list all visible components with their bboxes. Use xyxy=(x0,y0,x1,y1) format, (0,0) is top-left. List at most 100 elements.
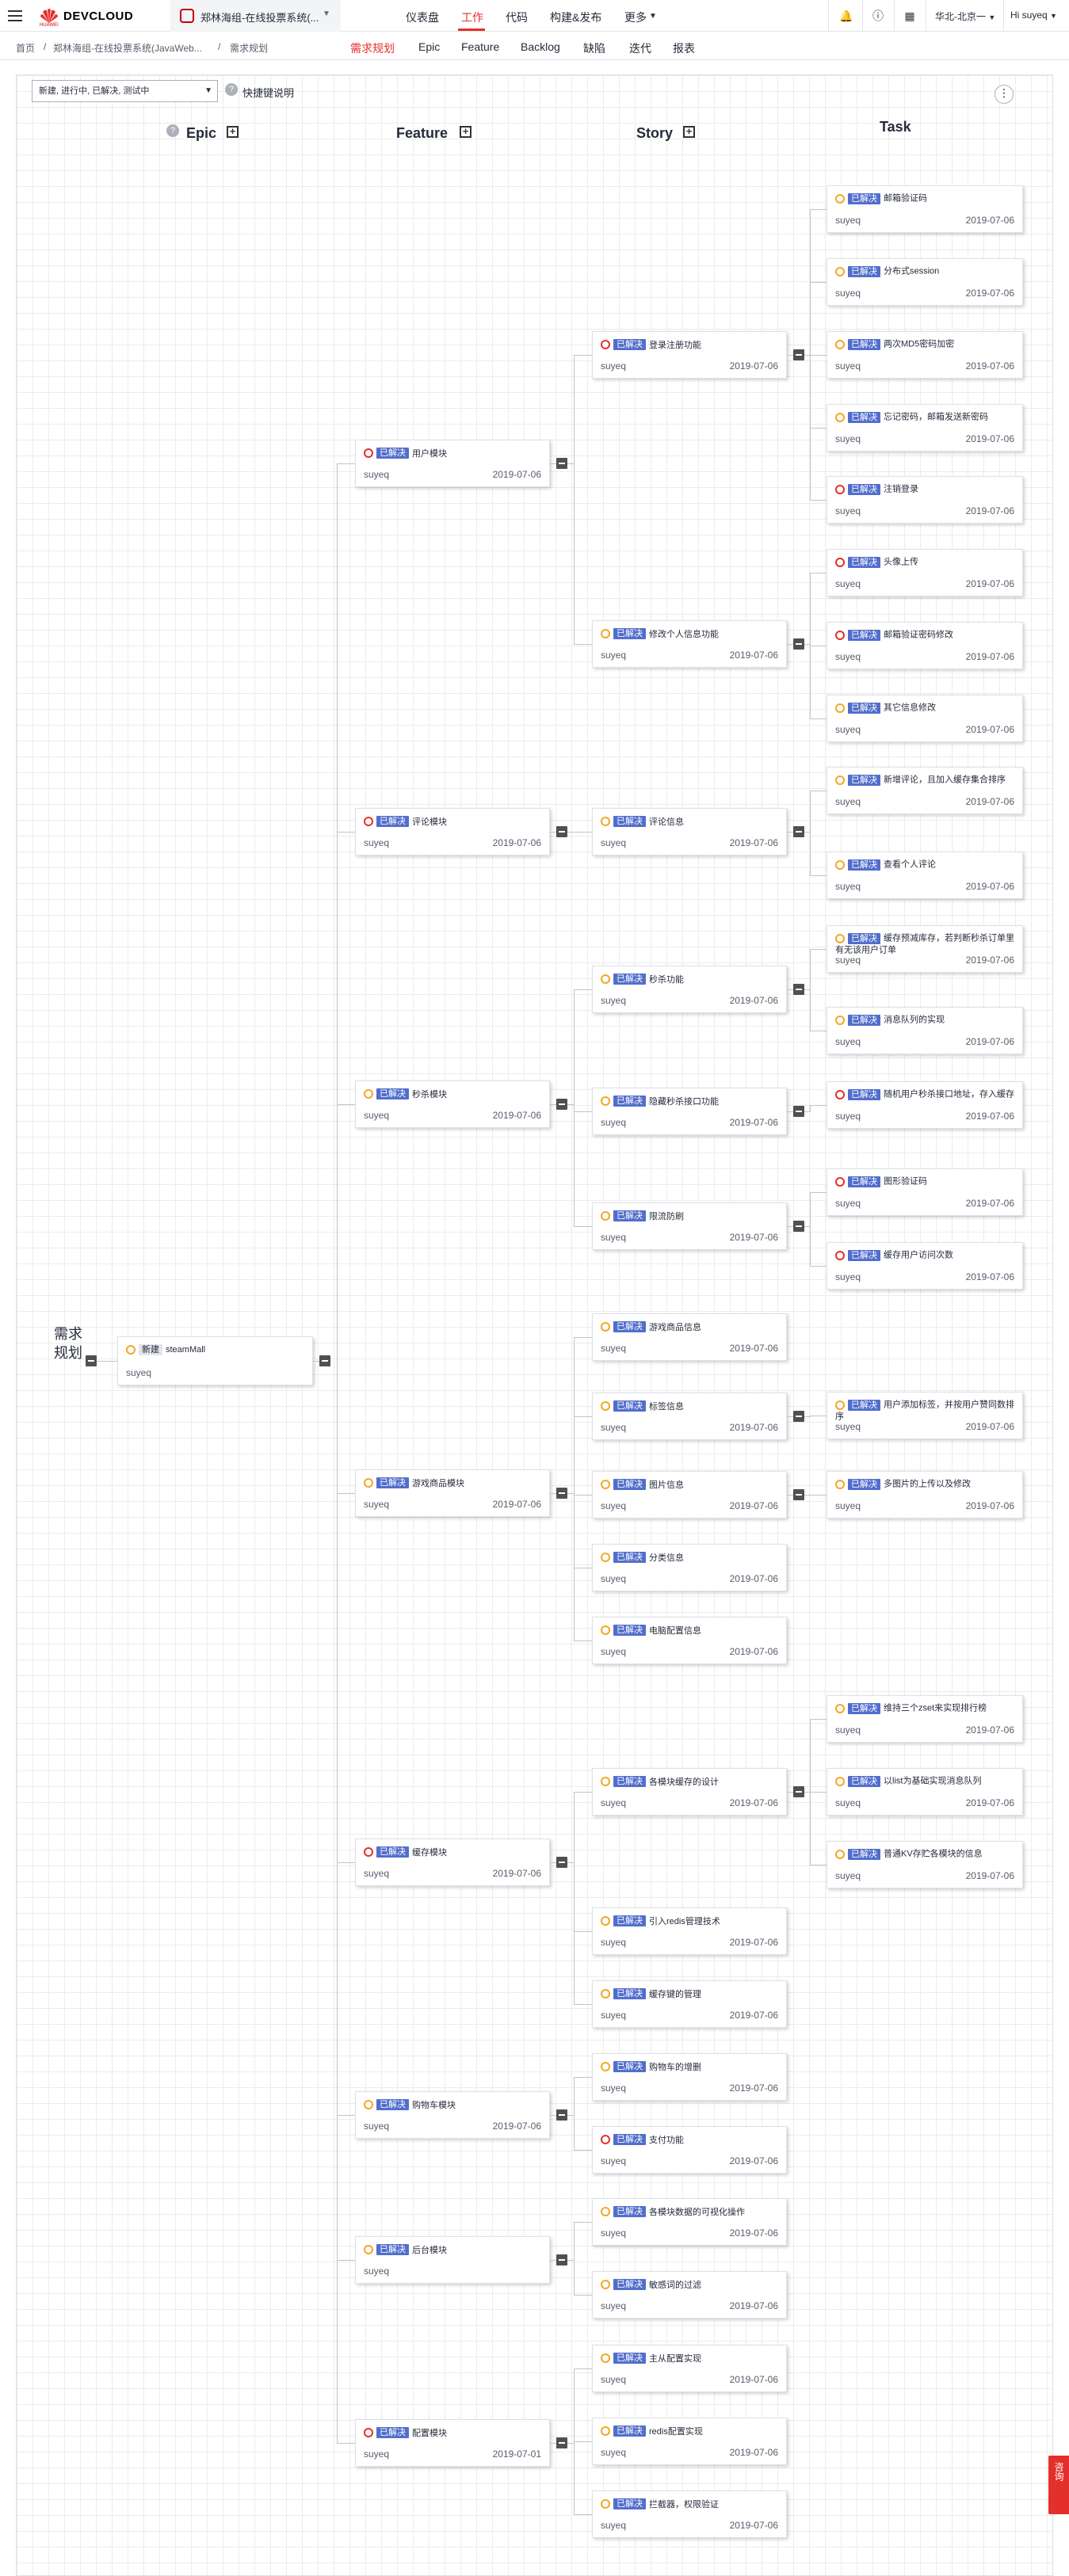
collapse-toggle-icon[interactable] xyxy=(556,2109,567,2121)
collapse-toggle-icon[interactable] xyxy=(86,1355,97,1366)
help-icon[interactable]: ? xyxy=(166,124,179,137)
collapse-toggle-icon[interactable] xyxy=(793,1786,804,1797)
collapse-toggle-icon[interactable] xyxy=(556,1099,567,1110)
collapse-toggle-icon[interactable] xyxy=(793,826,804,837)
tab-requirement-planning[interactable]: 需求规划 xyxy=(350,42,395,55)
help-icon[interactable]: ⓘ xyxy=(872,10,884,22)
nav-more[interactable]: 更多 xyxy=(624,11,647,24)
tab-epic[interactable]: Epic xyxy=(418,40,441,53)
collapse-toggle-icon[interactable] xyxy=(793,1106,804,1117)
nav-dashboard[interactable]: 仪表盘 xyxy=(406,11,439,24)
add-feature-icon[interactable]: + xyxy=(460,126,472,138)
tab-defects[interactable]: 缺陷 xyxy=(583,42,605,55)
nav-work[interactable]: 工作 xyxy=(461,11,483,24)
nav-build-release[interactable]: 构建&发布 xyxy=(550,11,602,24)
collapse-toggle-icon[interactable] xyxy=(556,1488,567,1499)
bell-icon[interactable]: 🔔 xyxy=(839,10,853,22)
status-filter-select[interactable]: 新建, 进行中, 已解决, 测试中 ▼ xyxy=(32,80,218,102)
collapse-toggle-icon[interactable] xyxy=(793,1489,804,1500)
more-options-icon[interactable]: ⋮ xyxy=(995,85,1014,104)
collapse-toggle-icon[interactable] xyxy=(319,1355,330,1366)
tab-feature[interactable]: Feature xyxy=(461,40,500,53)
breadcrumb-project[interactable]: 郑林海组-在线投票系统(JavaWeb... xyxy=(53,43,202,54)
project-switcher[interactable]: 郑林海组-在线投票系统(... ▼ xyxy=(170,0,341,32)
menu-icon[interactable] xyxy=(8,10,22,21)
add-epic-icon[interactable]: + xyxy=(227,126,239,138)
collapse-toggle-icon[interactable] xyxy=(556,1857,567,1868)
collapse-toggle-icon[interactable] xyxy=(556,826,567,837)
collapse-toggle-icon[interactable] xyxy=(556,2254,567,2265)
collapse-toggle-icon[interactable] xyxy=(793,1411,804,1422)
collapse-toggle-icon[interactable] xyxy=(793,1221,804,1232)
help-icon[interactable]: ? xyxy=(225,83,238,96)
collapse-toggle-icon[interactable] xyxy=(793,349,804,360)
tab-backlog[interactable]: Backlog xyxy=(521,40,560,53)
calculator-icon[interactable]: ▦ xyxy=(904,10,915,22)
breadcrumb-home[interactable]: 首页 xyxy=(16,43,36,54)
task-title: 图形验证码 xyxy=(884,1176,927,1187)
collapse-toggle-icon[interactable] xyxy=(793,984,804,995)
collapse-toggle-icon[interactable] xyxy=(556,458,567,469)
shortcut-help-link[interactable]: 快捷键说明 xyxy=(242,87,295,99)
tab-reports[interactable]: 报表 xyxy=(673,42,695,55)
consult-button[interactable]: 咨询 xyxy=(1048,2456,1069,2514)
add-story-icon[interactable]: + xyxy=(683,126,695,138)
collapse-toggle-icon[interactable] xyxy=(793,638,804,650)
region-selector[interactable]: 华北-北京一 ▼ xyxy=(935,10,995,23)
user-menu[interactable]: Hi suyeq ▼ xyxy=(1010,10,1057,21)
tab-iterations[interactable]: 迭代 xyxy=(629,42,651,55)
nav-code[interactable]: 代码 xyxy=(506,11,528,24)
collapse-toggle-icon[interactable] xyxy=(556,2437,567,2448)
